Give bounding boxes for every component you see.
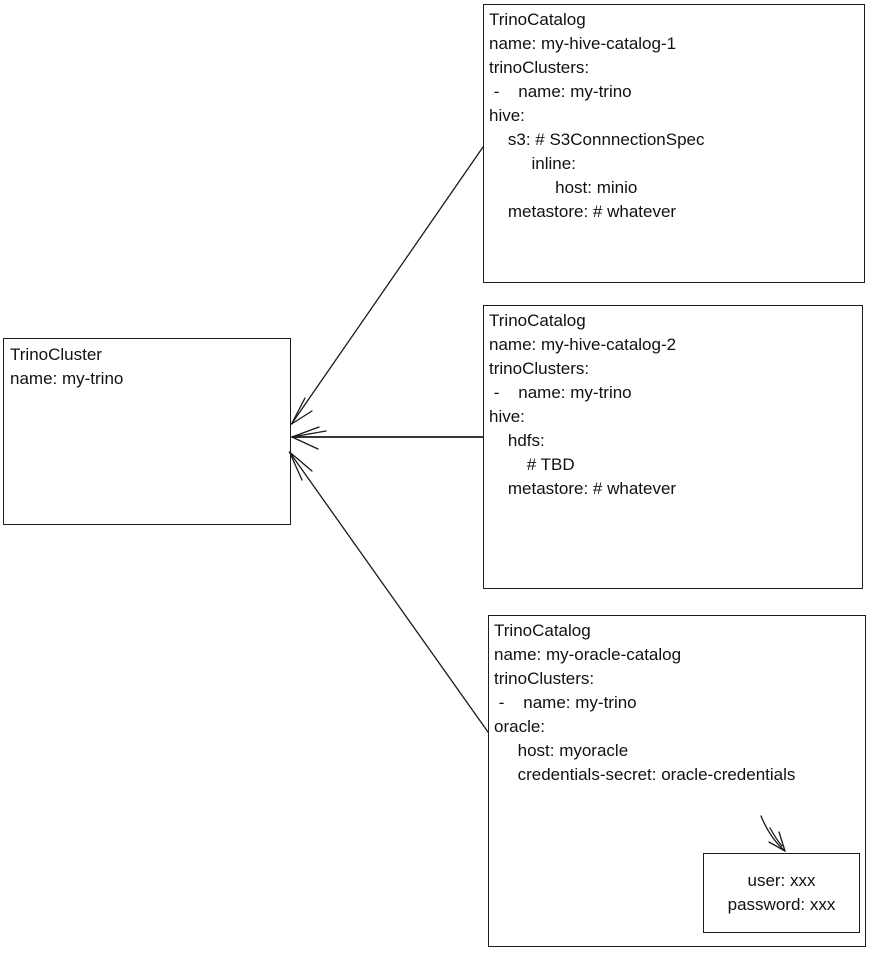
yaml-line: name: my-trino	[10, 369, 124, 388]
trinocluster-box: TrinoCluster name: my-trino	[3, 338, 291, 525]
trinocatalog-box-hive-2: TrinoCatalog name: my-hive-catalog-2 tri…	[483, 305, 863, 589]
arrowhead-stroke	[291, 436, 319, 450]
yaml-line: host: minio	[489, 178, 638, 197]
yaml-line: name: my-hive-catalog-2	[489, 335, 677, 354]
connector-catalog1-cluster	[290, 146, 484, 425]
resource-kind-label: TrinoCatalog	[489, 10, 586, 29]
yaml-line: metastore: # whatever	[489, 479, 677, 498]
yaml-line: hive:	[489, 106, 525, 125]
yaml-line: name: my-hive-catalog-1	[489, 34, 677, 53]
yaml-line: s3: # S3ConnnectionSpec	[489, 130, 705, 149]
resource-kind-label: TrinoCatalog	[494, 621, 591, 640]
yaml-line: name: my-oracle-catalog	[494, 645, 682, 664]
arrowhead-stroke	[290, 410, 313, 425]
arrowhead-stroke	[288, 451, 303, 481]
yaml-line: oracle:	[494, 717, 546, 736]
arrowhead-stroke	[291, 426, 320, 438]
connector-catalog3-cluster	[288, 451, 489, 733]
secret-password-line: password: xxx	[727, 895, 836, 914]
yaml-line: hdfs:	[489, 431, 545, 450]
yaml-line: trinoClusters:	[494, 669, 595, 688]
yaml-line: metastore: # whatever	[489, 202, 677, 221]
arrowhead-stroke	[290, 397, 306, 425]
connector-line	[290, 146, 484, 425]
resource-kind-label: TrinoCatalog	[489, 311, 586, 330]
yaml-line: trinoClusters:	[489, 359, 590, 378]
trinocatalog-box-hive-1: TrinoCatalog name: my-hive-catalog-1 tri…	[483, 4, 865, 283]
yaml-line: - name: my-trino	[489, 82, 632, 101]
resource-kind-label: TrinoCluster	[10, 345, 102, 364]
connector-catalog2-cluster	[291, 426, 484, 450]
secret-user-line: user: xxx	[747, 871, 816, 890]
yaml-line: credentials-secret: oracle-credentials	[494, 765, 796, 784]
yaml-line: - name: my-trino	[489, 383, 632, 402]
yaml-line: trinoClusters:	[489, 58, 590, 77]
yaml-line: host: myoracle	[494, 741, 629, 760]
yaml-line: # TBD	[489, 455, 575, 474]
yaml-line: hive:	[489, 407, 525, 426]
yaml-line: - name: my-trino	[494, 693, 637, 712]
credentials-secret-box: user: xxx password: xxx	[703, 853, 860, 933]
connector-line	[288, 451, 489, 733]
yaml-line: inline:	[489, 154, 576, 173]
arrowhead-stroke	[288, 451, 313, 472]
arrowhead-stroke	[291, 430, 327, 438]
